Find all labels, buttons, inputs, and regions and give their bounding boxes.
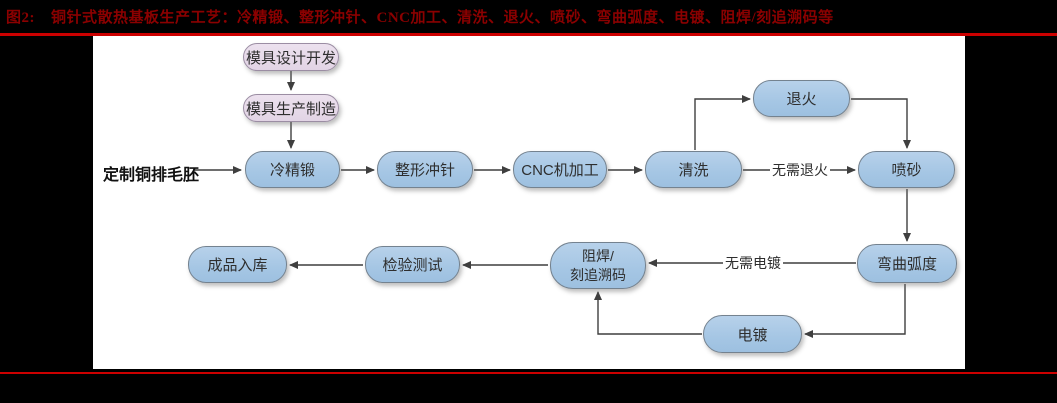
- node-label: 清洗: [678, 162, 709, 179]
- figure-caption: 图2: 铜针式散热基板生产工艺：冷精锻、整形冲针、CNC加工、清洗、退火、喷砂、…: [6, 0, 1056, 33]
- flow-arrows: [193, 71, 911, 338]
- node-bending-arc: 弯曲弧度: [857, 244, 957, 283]
- arrow-bending-to-electroplating: [804, 284, 906, 338]
- node-shaping-punch: 整形冲针: [377, 151, 473, 188]
- node-label: 整形冲针: [394, 162, 455, 179]
- source-material-label: 定制铜排毛胚: [103, 167, 200, 184]
- node-label: 模具设计开发: [245, 49, 336, 67]
- figure-label: 图2:: [6, 10, 35, 26]
- node-cnc-machining: CNC机加工: [513, 151, 607, 188]
- figure-title: 铜针式散热基板生产工艺：冷精锻、整形冲针、CNC加工、清洗、退火、喷砂、弯曲弧度…: [51, 10, 834, 26]
- node-annealing: 退火: [753, 80, 850, 117]
- arrow-cleaning-to-annealing: [694, 95, 751, 150]
- node-label-line2: 刻追溯码: [570, 266, 626, 283]
- node-cleaning: 清洗: [645, 151, 742, 188]
- node-label: 检验测试: [382, 257, 443, 274]
- top-rule: [0, 33, 1057, 36]
- node-label: 阻焊/ 刻追溯码: [570, 247, 626, 285]
- node-solder-mask-code: 阻焊/ 刻追溯码: [550, 242, 646, 289]
- edge-label-no-annealing: 无需退火: [770, 160, 830, 180]
- node-mold-design: 模具设计开发: [243, 43, 339, 71]
- node-label: CNC机加工: [521, 162, 599, 179]
- arrow-annealing-to-sandblasting: [851, 98, 911, 149]
- node-label-line1: 阻焊/: [582, 247, 614, 264]
- edge-label-no-electroplating: 无需电镀: [723, 253, 783, 273]
- bottom-rule: [0, 372, 1057, 374]
- node-label: 冷精锻: [269, 162, 315, 179]
- node-label: 模具生产制造: [245, 100, 336, 118]
- node-label: 退火: [786, 91, 817, 108]
- node-label: 喷砂: [891, 162, 922, 179]
- node-sandblasting: 喷砂: [858, 151, 955, 188]
- node-mold-manufacture: 模具生产制造: [243, 94, 339, 122]
- node-cold-forging: 冷精锻: [245, 151, 340, 188]
- flowchart-panel: 定制铜排毛胚 模具设计开发 模具生产制造 冷精锻 整形冲针 CNC机加工 清洗 …: [93, 36, 965, 369]
- node-inspection: 检验测试: [365, 246, 460, 283]
- node-label: 弯曲弧度: [876, 256, 937, 273]
- node-warehousing: 成品入库: [188, 246, 287, 283]
- node-label: 电镀: [737, 326, 768, 344]
- node-label: 成品入库: [207, 257, 268, 274]
- node-electroplating: 电镀: [703, 315, 802, 353]
- arrow-electroplating-to-solder-mask: [594, 291, 702, 335]
